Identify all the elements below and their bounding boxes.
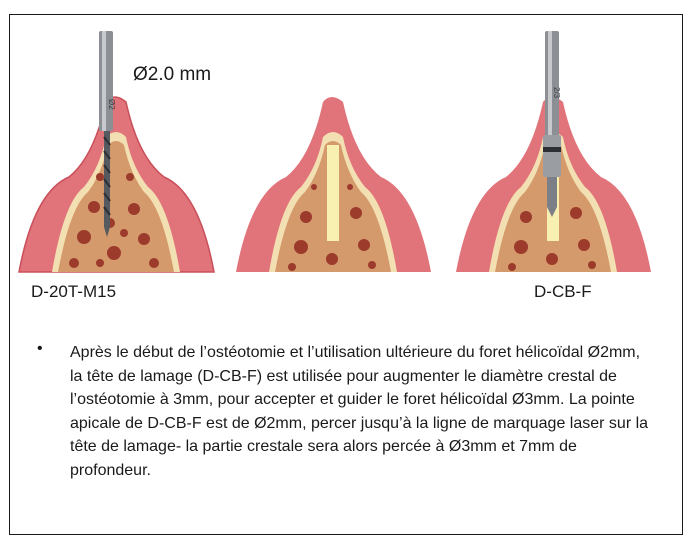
diameter-label: Ø2.0 mm: [133, 64, 211, 86]
osteotomy-channel: [327, 145, 339, 241]
bullet-marker: •: [37, 339, 43, 359]
figure-caption-drill: D-20T-M15: [31, 282, 116, 302]
drill-engraving: Ø2: [107, 99, 116, 110]
description-paragraph: Après le début de l’ostéotomie et l’util…: [70, 341, 650, 482]
countersink-engraving: 2/3: [552, 87, 561, 99]
figure-caption-countersink: D-CB-F: [534, 282, 592, 302]
figure-osteotomy: [226, 27, 466, 277]
figure-countersink: 2/3: [446, 27, 686, 277]
